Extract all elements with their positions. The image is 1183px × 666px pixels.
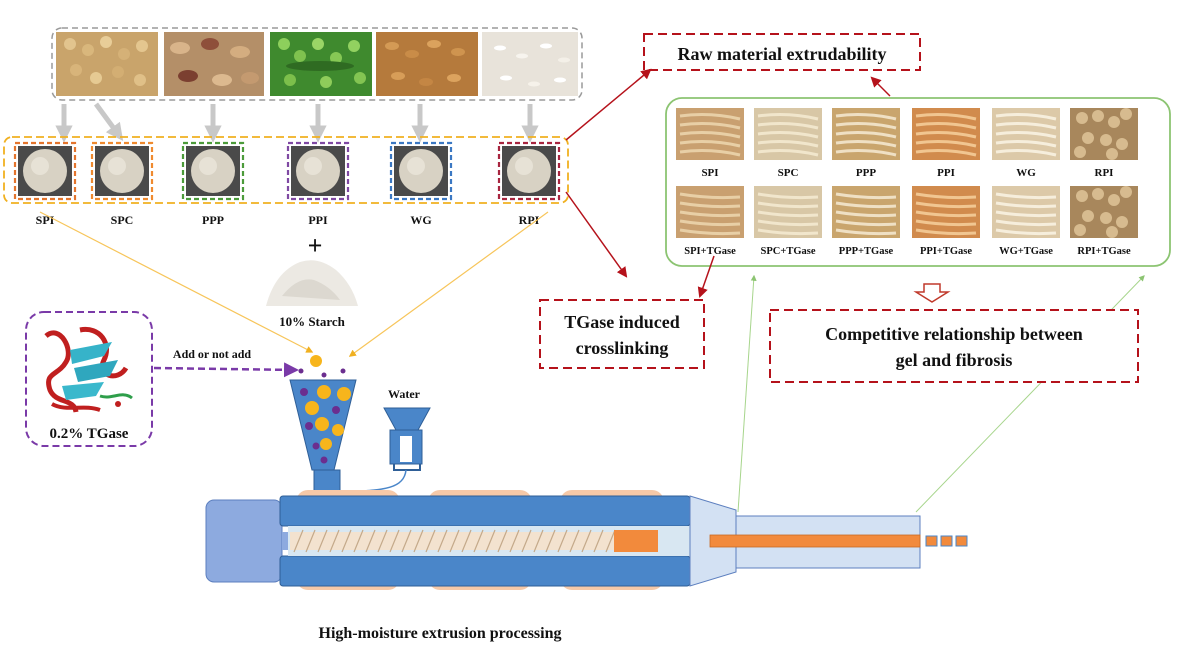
- photo-to-powder-arrows: [55, 102, 539, 143]
- feed-particles: [298, 355, 346, 378]
- drive-shaft: [282, 532, 288, 550]
- extrudate-strand: [709, 534, 921, 548]
- powder-label: PPI: [308, 213, 328, 227]
- powder-label: RPI: [519, 213, 540, 227]
- extrudate-sample-ppp: PPP: [832, 108, 900, 179]
- water-label: Water: [388, 387, 421, 401]
- callout-competitive-line2: gel and fibrosis: [896, 350, 1013, 370]
- extrudate-sample-ppi-tgase: PPI+TGase: [912, 186, 980, 257]
- raw-material-photos: [51, 27, 583, 101]
- grid-to-extrudability-arrow: [870, 76, 891, 97]
- extruder-motor: [205, 499, 283, 583]
- callout-tgase-line2: crosslinking: [576, 338, 669, 358]
- extrudate-label: PPI: [937, 167, 955, 179]
- extrudate-sample-spc-tgase: SPC+TGase: [754, 186, 822, 257]
- extrudate-label: RPI: [1095, 167, 1114, 179]
- extrudate-label: WG: [1016, 167, 1036, 179]
- extrudate-sample-spi-tgase: SPI+TGase: [676, 186, 744, 257]
- powder-spc: SPC: [90, 141, 154, 227]
- powder-rpi: RPI: [497, 141, 561, 227]
- melt-zone: [614, 530, 658, 552]
- down-arrow-icon: [913, 283, 951, 303]
- pea-photo: [270, 32, 372, 96]
- extrudate-label: RPI+TGase: [1077, 246, 1131, 257]
- extrudate-piece: [940, 535, 953, 547]
- peanut-photo: [164, 32, 264, 96]
- extrudate-grid: SPI SPC PPP PPI WG RPI SPI+TGase SPC+TGase PPP+T…: [676, 108, 1138, 257]
- process-title: High-moisture extrusion processing: [319, 625, 562, 642]
- plus-sign: +: [308, 231, 323, 260]
- barrel-top: [279, 495, 691, 527]
- callout-extrudability: [643, 33, 921, 71]
- powder-label: SPC: [111, 213, 134, 227]
- extrudate-sample-ppp-tgase: PPP+TGase: [832, 186, 900, 257]
- extrudate-sample-spi: SPI: [676, 108, 744, 179]
- die-to-grid-arrow-left: [737, 274, 757, 513]
- extrudate-label: PPP: [856, 167, 876, 179]
- enzyme-frame: [25, 311, 153, 447]
- extrudate-sample-rpi-tgase: RPI+TGase: [1070, 186, 1138, 257]
- extrudate-label: PPI+TGase: [920, 246, 972, 257]
- powder-ppi: PPI: [286, 141, 350, 227]
- arrow-to-tgase-crosslinking: [565, 191, 628, 278]
- feed-hopper: [289, 379, 357, 499]
- powder-spi: SPI: [13, 141, 77, 227]
- powder-wg: WG: [389, 141, 453, 227]
- powder-label: PPP: [202, 213, 224, 227]
- extrudate-piece: [955, 535, 968, 547]
- extrudate-sample-wg: WG: [992, 108, 1060, 179]
- starch-pile: [266, 260, 358, 306]
- extrudate-sample-rpi: RPI: [1070, 108, 1138, 179]
- tgase-label: 0.2% TGase: [50, 426, 129, 442]
- grid-to-crosslinking-arrow: [697, 255, 715, 298]
- extrudate-piece: [925, 535, 938, 547]
- powder-label: WG: [410, 213, 431, 227]
- add-enzyme-arrow: [153, 362, 299, 378]
- tgase-protein-structure: [44, 326, 133, 413]
- barrel-bottom: [279, 555, 691, 587]
- powder-row: SPI SPC PPP PPI WG RPI: [13, 141, 561, 227]
- wheat-photo: [376, 32, 478, 96]
- powder-to-hopper-arrow-left: [39, 211, 314, 353]
- callout-competitive-relationship: [769, 309, 1139, 383]
- callout-competitive-line1: Competitive relationship between: [825, 324, 1083, 344]
- callout-tgase-crosslinking: [539, 299, 705, 369]
- starch-label: 10% Starch: [279, 314, 346, 329]
- soybean-photo: [56, 32, 158, 96]
- extrudate-label: SPC: [778, 167, 799, 179]
- powder-frame: [3, 136, 569, 204]
- extruder: [205, 490, 968, 590]
- extrudate-label: PPP+TGase: [839, 246, 894, 257]
- water-feeder: [345, 407, 431, 493]
- extrudate-label: SPI+TGase: [684, 246, 736, 257]
- arrow-to-extrudability: [565, 68, 652, 141]
- callout-tgase-line1: TGase induced: [564, 312, 680, 332]
- extrudate-label: WG+TGase: [999, 246, 1053, 257]
- callout-extrudability-text: Raw material extrudability: [678, 44, 887, 64]
- powder-to-hopper-arrow-right: [348, 211, 549, 357]
- extruder-screw: [290, 529, 616, 553]
- extrudate-sample-wg-tgase: WG+TGase: [992, 186, 1060, 257]
- extrudate-label: SPI: [701, 167, 718, 179]
- rice-photo: [482, 32, 578, 96]
- extrudate-label: SPC+TGase: [761, 246, 816, 257]
- powder-ppp: PPP: [181, 141, 245, 227]
- extrudate-sample-spc: SPC: [754, 108, 822, 179]
- extrudate-sample-ppi: PPI: [912, 108, 980, 179]
- add-enzyme-label: Add or not add: [173, 347, 251, 361]
